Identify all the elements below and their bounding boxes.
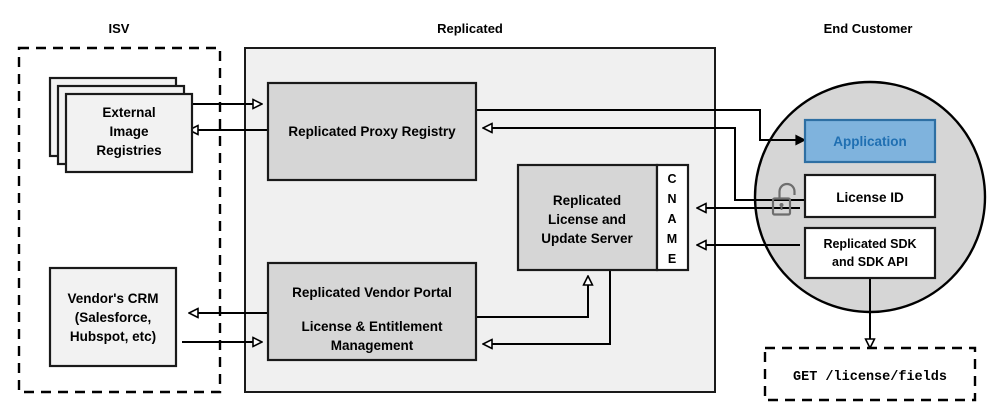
license-id-box <box>803 173 937 219</box>
vendors-crm-line-2: (Salesforce, <box>75 310 152 325</box>
connection-application-to-proxy <box>483 128 805 201</box>
license-update-server-box <box>516 163 659 272</box>
license-update-server-line-2: License and <box>548 212 626 227</box>
registry-card-front <box>64 92 194 174</box>
node-external-image-registries[interactable]: External Image Registries <box>48 76 194 174</box>
vendors-crm-line-3: Hubspot, etc) <box>70 329 156 344</box>
connection-vendor-portal-to-update-server <box>476 276 588 318</box>
cname-letter-1: C <box>667 172 676 186</box>
registries-line-3: Registries <box>96 143 161 158</box>
node-license-update-server[interactable]: Replicated License and Update Server <box>516 163 659 272</box>
application-label: Application <box>833 134 907 149</box>
node-vendors-crm[interactable]: Vendor's CRM (Salesforce, Hubspot, etc) <box>48 266 178 368</box>
connection-update-server-to-vendor-portal <box>483 270 611 344</box>
license-update-server-line-3: Update Server <box>541 231 633 246</box>
zone-label-end-customer: End Customer <box>824 21 913 36</box>
license-id-label: License ID <box>836 190 904 205</box>
cname-letter-5: E <box>668 252 676 266</box>
cname-letter-3: A <box>667 212 676 226</box>
vendor-portal-line-4: Management <box>331 338 414 353</box>
proxy-registry-label: Replicated Proxy Registry <box>288 124 456 139</box>
node-application[interactable]: Application <box>803 118 937 164</box>
zone-label-replicated: Replicated <box>437 21 503 36</box>
api-request-label: GET /license/fields <box>793 370 947 385</box>
api-request-boundary <box>763 346 977 402</box>
unlocked-padlock-icon <box>771 182 796 216</box>
replicated-sdk-box <box>803 226 937 280</box>
replicated-sdk-line-2: and SDK API <box>832 255 908 269</box>
cname-letter-4: M <box>667 232 677 246</box>
application-box <box>803 118 937 164</box>
license-update-server-line-1: Replicated <box>553 193 621 208</box>
connection-layer <box>182 104 870 348</box>
zone-label-isv: ISV <box>109 21 130 36</box>
node-replicated-sdk[interactable]: Replicated SDK and SDK API <box>803 226 937 280</box>
proxy-registry-box <box>266 81 478 182</box>
vendors-crm-line-1: Vendor's CRM <box>68 291 159 306</box>
registries-line-2: Image <box>109 124 149 139</box>
node-license-id[interactable]: License ID <box>803 173 937 219</box>
vendor-portal-line-3: License & Entitlement <box>301 319 443 334</box>
vendor-portal-line-1: Replicated Vendor Portal <box>292 285 452 300</box>
registries-line-1: External <box>102 105 155 120</box>
cname-letter-2: N <box>667 192 676 206</box>
cname-box <box>655 163 690 272</box>
vendor-portal-box <box>266 261 478 362</box>
node-api-request[interactable]: GET /license/fields <box>763 346 977 402</box>
connection-proxy-to-application <box>476 109 805 140</box>
node-proxy-registry[interactable]: Replicated Proxy Registry <box>266 81 478 182</box>
node-cname-strip[interactable]: C N A M E <box>655 163 690 272</box>
replicated-sdk-line-1: Replicated SDK <box>823 237 916 251</box>
vendors-crm-box <box>48 266 178 368</box>
node-vendor-portal[interactable]: Replicated Vendor Portal License & Entit… <box>266 261 478 362</box>
zone-isv-boundary <box>17 46 222 394</box>
